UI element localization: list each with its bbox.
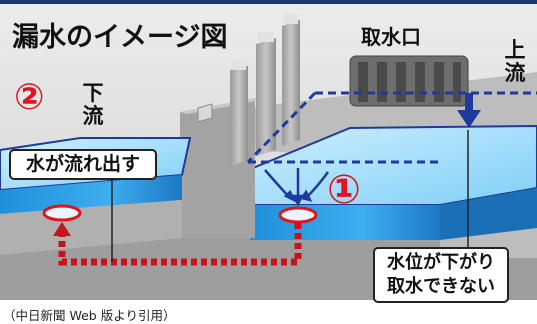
level-down-arrow: [457, 93, 481, 128]
leak-hole-downstream: [42, 204, 82, 222]
upstream-char-1: 上: [504, 38, 526, 62]
pillar-3-cap: [258, 32, 274, 42]
leak-hole-upstream: [278, 206, 318, 224]
downstream-char-1: 下: [82, 81, 104, 105]
pillar-2-cap: [232, 60, 246, 70]
downstream-char-2: 流: [82, 104, 104, 128]
downstream-label: 下 流: [81, 82, 105, 128]
original-level-lines: [246, 91, 537, 164]
leak-callout: 水が流れ出す: [9, 149, 157, 180]
inflow-arrows: [264, 167, 330, 207]
pillar-4: [282, 20, 300, 146]
diagram-title: 漏水のイメージ図: [12, 22, 228, 53]
downstream-water-front: [0, 175, 182, 214]
intake-label: 取水口: [361, 25, 421, 49]
top-frame-line: [0, 0, 537, 4]
upstream-water-side: [440, 188, 537, 240]
pillar-2: [230, 66, 248, 166]
source-credit: （中日新聞 Web 版より引用）: [3, 308, 176, 323]
upstream-label: 上 流: [503, 39, 527, 85]
upstream-char-2: 流: [504, 61, 526, 85]
level-callout-line-1: 水位が下がり: [387, 252, 495, 273]
pillar-4-cap: [284, 14, 298, 24]
leak-path-arrowhead: [53, 222, 71, 236]
marker-1: ①: [327, 167, 361, 213]
marker-2: ②: [14, 77, 45, 118]
level-callout: 水位が下がり 取水できない: [373, 247, 509, 303]
intake-grille: [349, 55, 469, 107]
pillar-1: [197, 103, 213, 123]
level-callout-line-2: 取水できない: [387, 276, 495, 297]
pillar-3: [256, 38, 276, 156]
leak-path: [58, 223, 302, 266]
